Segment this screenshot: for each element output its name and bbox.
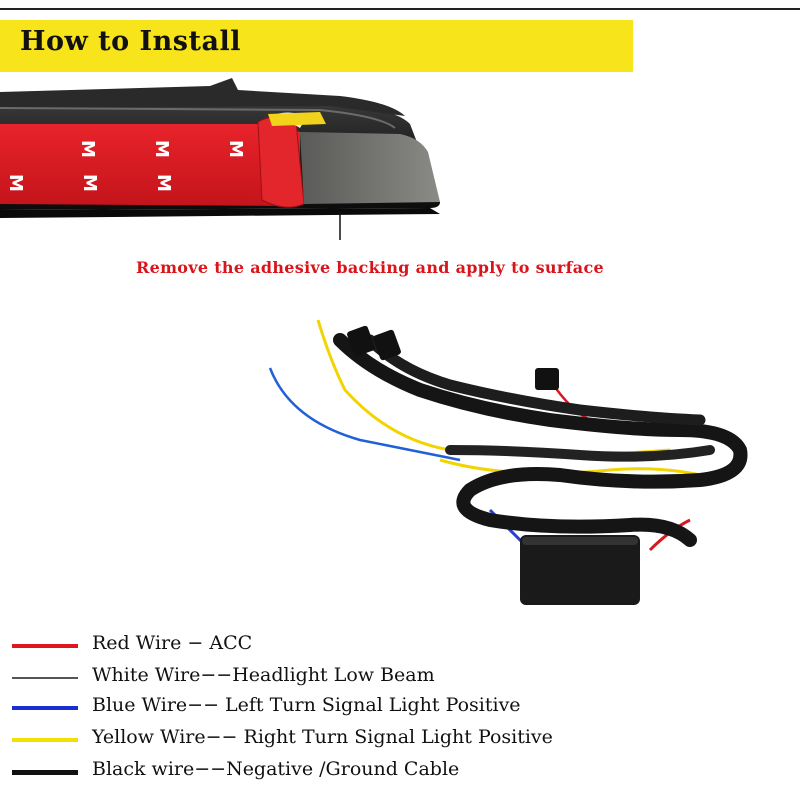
legend-item-label: Red Wire − ACC bbox=[92, 632, 253, 654]
legend-item-red: Red Wire − ACC bbox=[0, 630, 800, 660]
legend-item-white: White Wire−−Headlight Low Beam bbox=[0, 662, 800, 692]
legend-item-blue: Blue Wire−− Left Turn Signal Light Posit… bbox=[0, 692, 800, 722]
legend-item-label: Yellow Wire−− Right Turn Signal Light Po… bbox=[92, 726, 553, 748]
legend-item-label: Black wire−−Negative /Ground Cable bbox=[92, 758, 460, 780]
install-caption: Remove the adhesive backing and apply to… bbox=[136, 258, 604, 277]
wiring-harness-image bbox=[268, 319, 748, 605]
yellow-wire-swatch bbox=[12, 738, 78, 742]
tape-mark: M bbox=[225, 140, 246, 158]
blue-wire-swatch bbox=[12, 706, 78, 710]
tape-mark: M bbox=[5, 174, 26, 192]
legend-item-yellow: Yellow Wire−− Right Turn Signal Light Po… bbox=[0, 724, 800, 754]
tape-mark: M bbox=[151, 140, 172, 158]
legend-item-label: Blue Wire−− Left Turn Signal Light Posit… bbox=[92, 694, 521, 716]
page-title: How to Install bbox=[20, 26, 241, 57]
legend-item-black: Black wire−−Negative /Ground Cable bbox=[0, 756, 800, 786]
tape-mark: M bbox=[77, 140, 98, 158]
white-wire-swatch bbox=[12, 677, 78, 679]
tape-mark: M bbox=[153, 174, 174, 192]
red-wire-swatch bbox=[12, 644, 78, 648]
legend-item-label: White Wire−−Headlight Low Beam bbox=[92, 664, 435, 686]
light-bar-photo: M M M M M M bbox=[0, 78, 440, 240]
black-wire-swatch bbox=[12, 770, 78, 775]
top-divider bbox=[0, 8, 800, 10]
tape-mark: M bbox=[79, 174, 100, 192]
title-banner bbox=[0, 20, 633, 72]
